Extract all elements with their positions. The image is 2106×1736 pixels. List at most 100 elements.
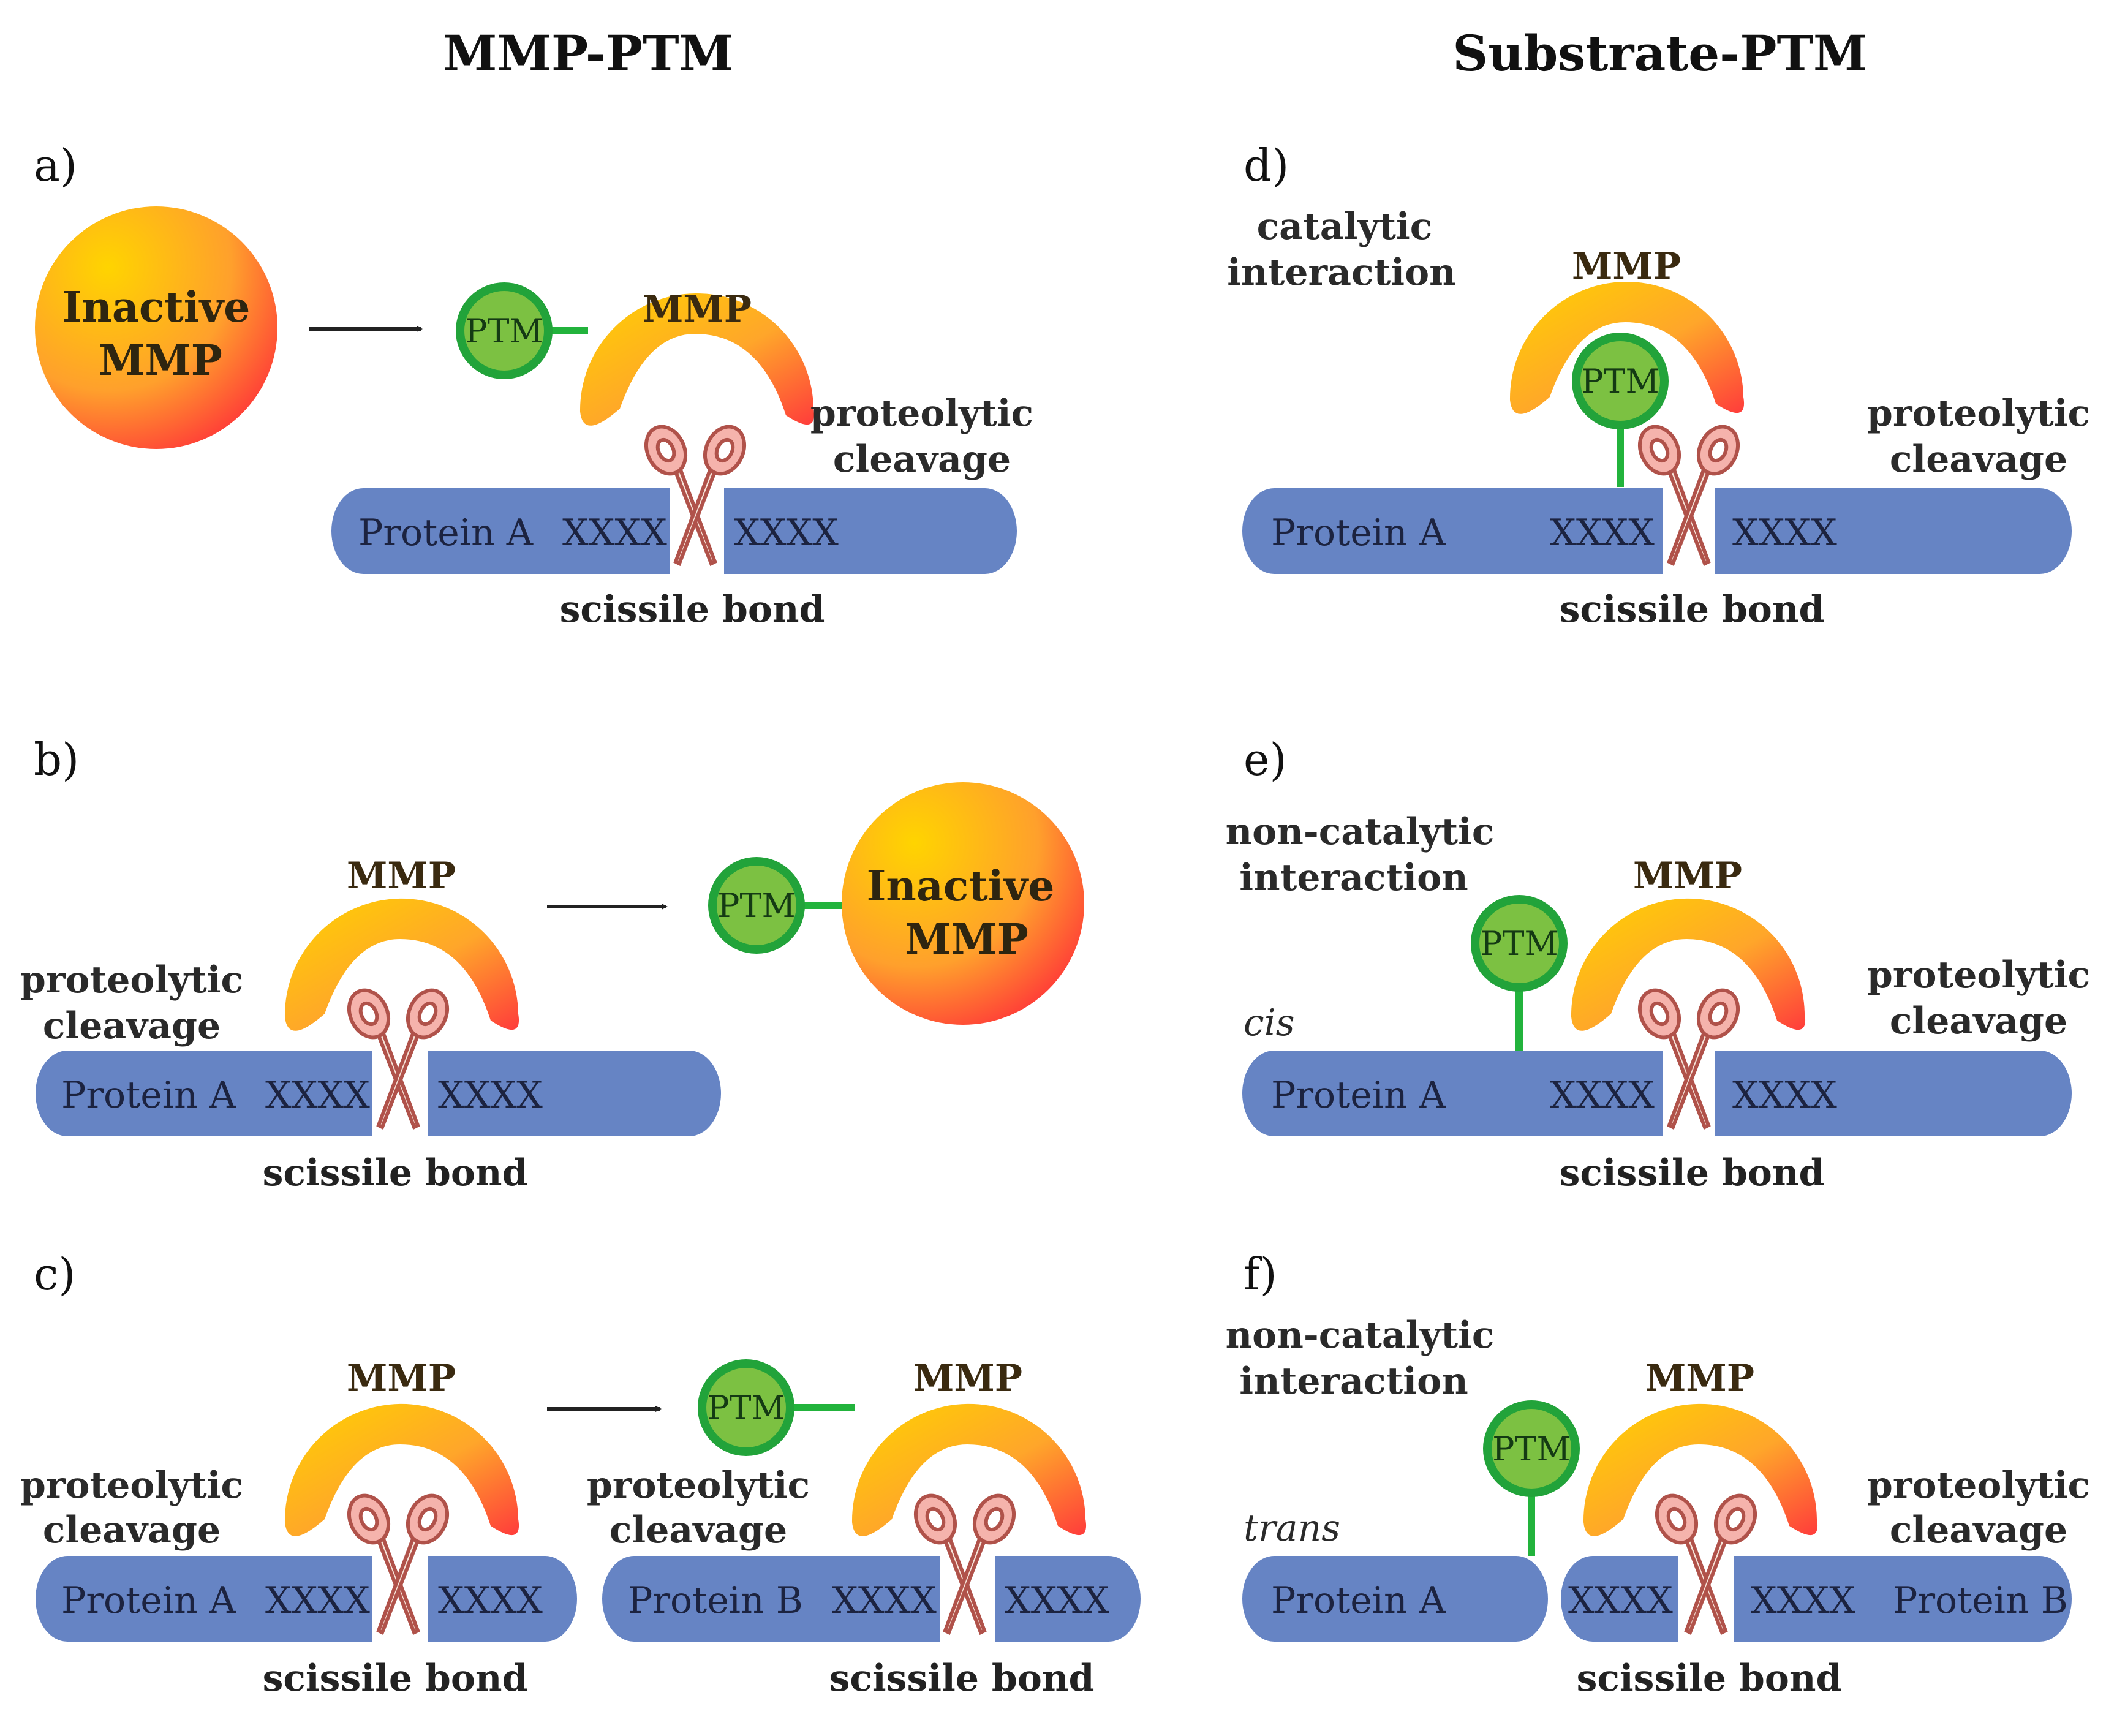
mmp-label: MMP [1645,1357,1754,1400]
scissile-bond-label: scissile bond [263,1657,528,1700]
inactive-mmp-label-line1: Inactive [867,862,1055,911]
interaction-desc-line2: interaction [1239,1360,1468,1403]
cleavage-label-line1: proteolytic [1867,1464,2090,1507]
cleavage-label-line1: proteolytic [587,1464,810,1507]
cleavage-site-label: XXXX [1550,1074,1655,1117]
protein-bar-icon [428,1556,577,1642]
protein-bar-icon [1242,488,1663,574]
mmp-enzyme-icon: MMP [579,288,815,426]
cleavage-label-line1: proteolytic [20,1464,243,1507]
protein-label: Protein A [61,1579,236,1622]
scissors-icon [1655,1493,1757,1636]
ptm-icon: PTM [698,1359,794,1456]
protein-bar-icon [1715,488,2072,574]
inactive-mmp-label-line1: Inactive [62,283,251,332]
protein-label: Protein A [1271,511,1446,554]
cleavage-site-label: XXXX [1751,1579,1855,1622]
panel-f: f) non-catalytic interaction trans PTM M… [1226,1248,2091,1700]
panel-label: c) [34,1248,75,1300]
ptm-icon: PTM [1471,895,1568,992]
scissors-icon [644,425,747,567]
protein-label: Protein B [628,1579,803,1622]
mmp-label: MMP [913,1357,1022,1400]
panel-e: e) non-catalytic interaction cis PTM MMP… [1226,734,2091,1194]
panel-d: d) catalytic interaction MMP PTM proteol… [1227,140,2090,631]
mmp-enzyme-icon: MMP [284,1357,519,1536]
protein-bar-icon [428,1051,721,1136]
protein-bar-icon [331,488,670,574]
cleavage-site-label: XXXX [1568,1579,1673,1622]
cleavage-site-label: XXXX [1550,511,1655,554]
cleavage-site-label: XXXX [1005,1579,1109,1622]
cleavage-label-line2: cleavage [1890,438,2067,481]
mmp-enzyme-icon: MMP [1509,245,1745,414]
scissors-icon [1637,425,1740,567]
ptm-icon: PTM [1483,1400,1580,1497]
protein-bar-icon [36,1051,372,1136]
mmp-enzyme-icon: MMP [284,855,519,1031]
mmp-enzyme-icon: MMP [1571,855,1806,1031]
protein-label: Protein B [1893,1579,2068,1622]
header-substrate-ptm: Substrate-PTM [1452,25,1867,82]
cleavage-site-label: XXXX [438,1579,543,1622]
protein-label: Protein A [1271,1579,1446,1622]
protein-bar-icon [1715,1051,2072,1136]
ptm-icon: PTM [708,857,805,954]
panel-b: b) MMP PTM Inactive MMP proteolytic clea… [20,734,1084,1194]
cleavage-site-label: XXXX [265,1579,370,1622]
cleavage-label-line2: cleavage [43,1509,221,1552]
cleavage-label-line1: proteolytic [1867,954,2090,997]
cleavage-site-label: XXXX [1732,511,1837,554]
protein-label: Protein A [61,1074,236,1117]
cleavage-label-line2: cleavage [43,1005,221,1047]
panel-label: d) [1244,140,1289,191]
protein-bar-icon [1561,1556,1678,1642]
ptm-label: PTM [1581,362,1659,401]
ptm-icon: PTM [456,282,553,379]
inactive-mmp-icon: Inactive MMP [842,782,1084,1025]
protein-bar-icon [995,1556,1141,1642]
interaction-desc-line1: non-catalytic [1226,810,1495,853]
cleavage-label-line2: cleavage [1890,1000,2067,1043]
interaction-desc-line2: interaction [1227,251,1455,294]
mmp-label: MMP [347,1357,456,1400]
mmp-label: MMP [1572,245,1681,288]
scissile-bond-label: scissile bond [263,1152,528,1194]
cleavage-label-line2: cleavage [833,438,1011,481]
cleavage-label-line2: cleavage [1890,1509,2067,1552]
protein-bar-icon [36,1556,372,1642]
protein-bar-icon [602,1556,940,1642]
cleavage-site-label: XXXX [734,511,839,554]
mmp-enzyme-icon: MMP [851,1357,1087,1536]
mmp-enzyme-icon: MMP [1583,1357,1818,1536]
cleavage-label-line1: proteolytic [20,959,243,1002]
cleavage-site-label: XXXX [438,1074,543,1117]
cleavage-site-label: XXXX [1732,1074,1837,1117]
scissors-icon [347,988,450,1130]
ptm-label: PTM [465,312,543,350]
panel-label: e) [1244,734,1287,785]
interaction-desc-line1: catalytic [1257,205,1433,248]
interaction-mode-label: cis [1244,1002,1295,1044]
ptm-label: PTM [1480,924,1558,963]
ptm-label: PTM [1492,1430,1571,1468]
panel-label: f) [1244,1248,1277,1300]
scissile-bond-label: scissile bond [1577,1657,1842,1700]
panel-c: c) MMP PTM MMP proteolytic cleavage prot… [20,1248,1141,1700]
protein-label: Protein A [358,511,534,554]
ptm-label: PTM [707,1389,785,1427]
ptm-label: PTM [717,886,796,925]
interaction-mode-label: trans [1244,1507,1340,1550]
protein-bar-icon [724,488,1017,574]
interaction-desc-line2: interaction [1239,856,1468,899]
mmp-label: MMP [643,288,752,331]
scissors-icon [347,1493,450,1636]
cleavage-site-label: XXXX [265,1074,370,1117]
cleavage-site-label: XXXX [562,511,667,554]
cleavage-label-line2: cleavage [610,1509,787,1552]
scissile-bond-label: scissile bond [1560,588,1825,631]
inactive-mmp-icon: Inactive MMP [35,206,277,449]
cleavage-site-label: XXXX [832,1579,937,1622]
panel-label: b) [34,734,79,785]
